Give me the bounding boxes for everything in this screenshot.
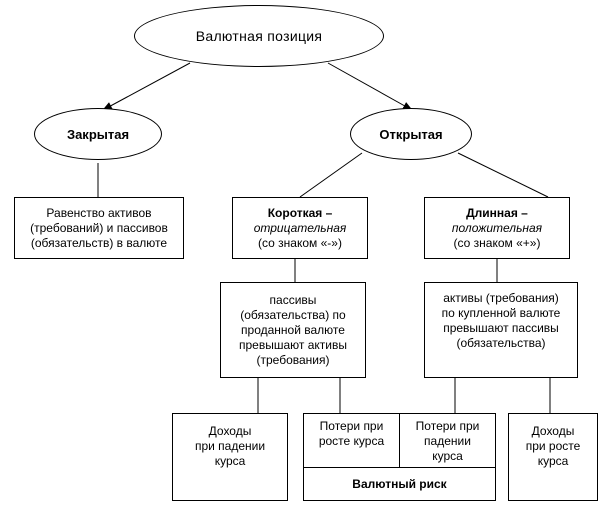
long-loss-box: Потери при падении курса (399, 413, 496, 468)
short-title: Короткая – (267, 205, 333, 220)
closed-position-node: Закрытая (34, 108, 162, 160)
long-gain-box: Доходы при росте курса (508, 413, 598, 501)
short-gain-text: Доходы при падении курса (194, 424, 266, 468)
long-position-box: Длинная – положительная (со знаком «+») (424, 197, 570, 259)
currency-risk-box: Валютный риск (303, 467, 496, 501)
short-description: пассивы (обязательства) по проданной вал… (239, 292, 347, 367)
root-label: Валютная позиция (195, 27, 323, 44)
short-subtitle: отрицательная (253, 220, 347, 235)
closed-description-box: Равенство активов (требований) и пассиво… (14, 197, 184, 259)
long-description: активы (требования) по купленной валюте … (441, 291, 561, 350)
short-description-box: пассивы (обязательства) по проданной вал… (220, 282, 366, 378)
closed-label: Закрытая (66, 126, 130, 142)
long-description-box: активы (требования) по купленной валюте … (424, 282, 578, 378)
long-loss-text: Потери при падении курса (415, 419, 480, 463)
long-subtitle: положительная (451, 220, 543, 235)
arrow-root-to-open (327, 62, 413, 111)
closed-description: Равенство активов (требований) и пассиво… (30, 205, 168, 250)
arrow-root-to-closed (102, 62, 191, 111)
short-loss-text: Потери при росте курса (318, 419, 385, 448)
line-open-to-short (299, 152, 363, 198)
short-gain-box: Доходы при падении курса (172, 413, 288, 501)
short-sign: (со знаком «-») (258, 235, 342, 250)
short-position-box: Короткая – отрицательная (со знаком «-») (232, 197, 368, 259)
root-node-currency-position: Валютная позиция (134, 5, 384, 67)
open-label: Открытая (379, 126, 443, 142)
short-loss-box: Потери при росте курса (303, 413, 400, 468)
long-title: Длинная – (466, 205, 528, 220)
line-open-to-long (457, 152, 549, 198)
open-position-node: Открытая (350, 108, 472, 160)
long-gain-text: Доходы при росте курса (525, 424, 581, 468)
currency-risk-label: Валютный риск (352, 476, 447, 491)
long-sign: (со знаком «+») (453, 235, 541, 250)
